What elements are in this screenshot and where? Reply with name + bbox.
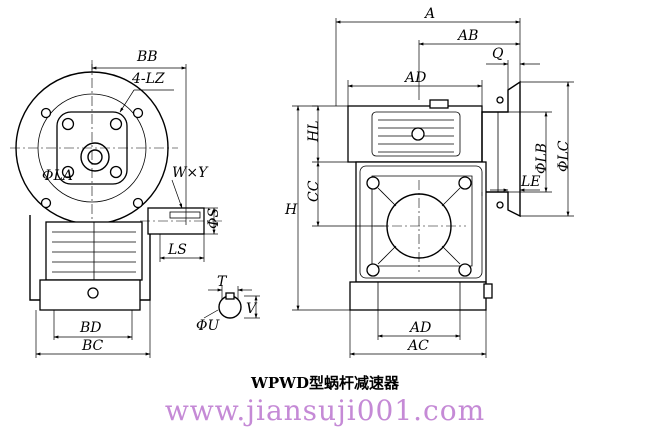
bolt-hole <box>109 165 123 179</box>
shaft-detail: T V ΦU <box>196 274 260 334</box>
dim-label-bb: BB <box>136 49 158 65</box>
dim-label-ab: AB <box>456 28 478 44</box>
mount-hole <box>132 197 144 209</box>
dim-label-u: ΦU <box>196 318 220 334</box>
dim-label-wy: W×Y <box>172 165 209 181</box>
figure-caption: WPWD型蜗杆减速器 <box>251 374 399 392</box>
dim-label-ac: AC <box>406 338 429 354</box>
mount-hole <box>132 107 144 119</box>
dim-label-ls: LS <box>167 242 187 258</box>
key <box>225 292 235 300</box>
watermark-url: www.jiansuji001.com <box>164 394 486 427</box>
right-view: A AB Q AD HL CC H ΦLB <box>284 6 574 358</box>
dim-label-v: V <box>246 301 258 317</box>
bolt-hole <box>61 165 75 179</box>
shaft-outer <box>80 142 110 172</box>
bolt-hole <box>109 117 123 131</box>
mount-hole <box>40 197 52 209</box>
base <box>349 281 487 311</box>
dim-label-bc: BC <box>81 338 104 354</box>
dim-label-le: LE <box>520 174 541 190</box>
dim-label-t: T <box>217 274 228 290</box>
mount-hole <box>40 107 52 119</box>
dim-label-s: ΦS <box>206 208 222 229</box>
dim-label-a: A <box>423 6 435 22</box>
dim-label-cc: CC <box>306 180 322 202</box>
dim-label-bd: BD <box>79 320 102 336</box>
dim-label-ad-bottom: AD <box>408 320 431 336</box>
dim-label-lb: ΦLB <box>534 143 550 174</box>
dim-label-hl: HL <box>306 120 322 143</box>
dim-label-ad-top: AD <box>403 70 426 86</box>
dim-label-q: Q <box>492 46 504 62</box>
shaft-inner <box>87 149 103 165</box>
keyway <box>169 211 201 219</box>
bolt-hole <box>61 117 75 131</box>
left-view: BB 4-LZ ΦLA W×Y ΦS LS BD BC <box>10 49 225 358</box>
drain-plug <box>87 287 99 299</box>
dim-label-4lz: 4-LZ <box>131 71 165 87</box>
vent-plug <box>411 127 425 141</box>
breather <box>429 99 449 109</box>
dim-label-lc: ΦLC <box>556 140 572 172</box>
dim-label-h: H <box>284 202 298 218</box>
dim-label-la: ΦLA <box>42 168 73 184</box>
